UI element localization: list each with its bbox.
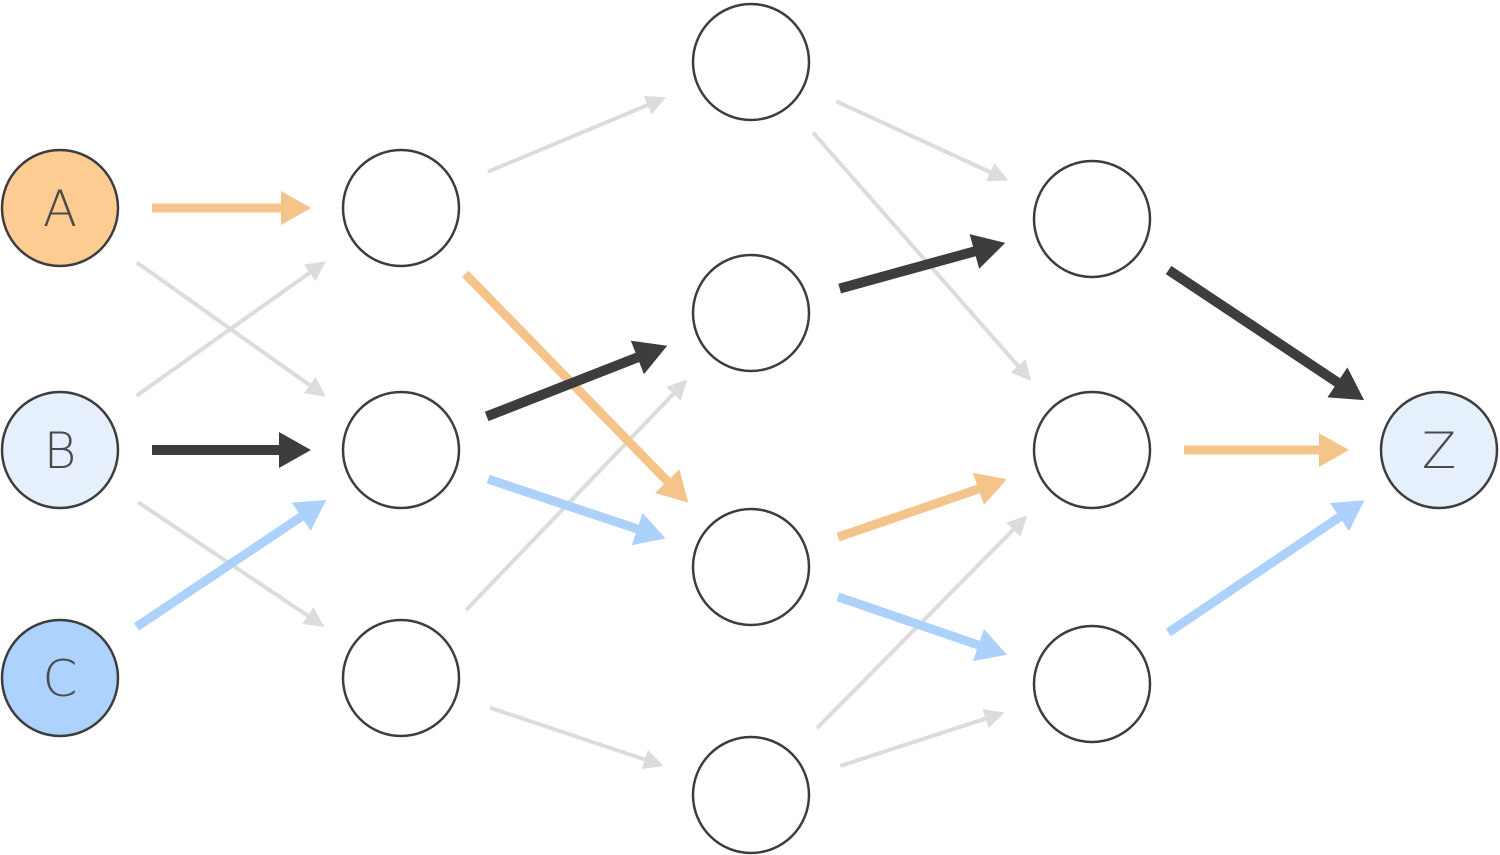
edge-A-h1b	[135, 260, 326, 397]
node-label: A	[43, 180, 77, 238]
edge-h1b-h2b	[484, 340, 668, 422]
edge-line	[836, 592, 982, 650]
node-h2d	[691, 735, 811, 855]
edge-line	[135, 270, 313, 398]
node-circle	[0, 390, 120, 510]
node-h1b	[341, 390, 461, 510]
arrowhead-icon	[1010, 359, 1032, 381]
node-label: Z	[1422, 422, 1456, 480]
edge-h2a-h3b	[811, 131, 1032, 381]
edges-layer	[133, 95, 1365, 769]
arrowhead-icon	[982, 709, 1005, 729]
arrowhead-icon	[279, 432, 311, 468]
edge-line	[135, 260, 313, 388]
edge-C-h1b	[133, 500, 327, 631]
edge-B-h1c	[137, 500, 325, 627]
node-circle	[341, 148, 461, 268]
arrowhead-icon	[655, 469, 689, 503]
node-circle	[1032, 624, 1152, 744]
node-C: C	[0, 618, 120, 738]
arrowhead-icon	[972, 628, 1007, 662]
node-circle	[0, 618, 120, 738]
arrowhead-icon	[281, 191, 311, 225]
edge-h1c-h2d	[489, 705, 664, 769]
arrowhead-icon	[986, 163, 1009, 182]
arrowhead-icon	[631, 512, 666, 546]
edge-line	[489, 705, 648, 763]
edge-h3a-Z	[1165, 265, 1365, 401]
arrowhead-icon	[972, 472, 1007, 506]
node-circle	[341, 618, 461, 738]
node-h3b	[1032, 390, 1152, 510]
arrowhead-icon	[291, 500, 327, 531]
node-A: A	[0, 148, 120, 268]
node-circle	[341, 390, 461, 510]
edge-h2c-h3b	[836, 472, 1007, 542]
node-B: B	[0, 390, 120, 510]
edge-line	[486, 102, 651, 174]
arrowhead-icon	[1319, 433, 1349, 467]
node-circle	[0, 148, 120, 268]
edge-line	[133, 511, 306, 631]
edge-h1c-h2b	[464, 379, 688, 612]
arrowhead-icon	[969, 234, 1006, 269]
edge-B-h1b	[152, 432, 311, 468]
node-Z: Z	[1379, 390, 1499, 510]
edge-h3b-Z	[1184, 433, 1349, 467]
edge-line	[811, 131, 1021, 369]
edge-h1a-h2a	[486, 95, 667, 174]
edge-h1a-h2c	[462, 270, 689, 503]
edge-line	[835, 99, 993, 175]
edge-line	[839, 716, 989, 768]
node-circle	[691, 735, 811, 855]
arrowhead-icon	[643, 95, 667, 115]
arrowhead-icon	[303, 377, 326, 397]
arrowhead-icon	[666, 379, 688, 401]
node-h3c	[1032, 624, 1152, 744]
node-circle	[691, 253, 811, 373]
edge-h2c-h3c	[836, 592, 1007, 662]
node-h1c	[341, 618, 461, 738]
node-h2b	[691, 253, 811, 373]
node-h3a	[1032, 159, 1152, 279]
node-circle	[691, 507, 811, 627]
node-label: C	[43, 650, 78, 708]
node-h2c	[691, 507, 811, 627]
node-h2a	[691, 2, 811, 122]
edge-B-h1a	[135, 261, 326, 398]
node-circle	[1379, 390, 1499, 510]
arrowhead-icon	[1330, 500, 1365, 532]
edge-line	[462, 270, 672, 486]
edge-line	[1165, 265, 1342, 388]
edge-line	[464, 391, 677, 612]
edge-line	[486, 474, 641, 534]
arrowhead-icon	[303, 261, 326, 281]
node-circle	[1032, 390, 1152, 510]
edge-h3c-Z	[1165, 500, 1365, 637]
node-h1a	[341, 148, 461, 268]
arrowhead-icon	[302, 607, 325, 627]
arrowhead-icon	[1327, 367, 1365, 401]
edge-line	[137, 500, 311, 619]
edge-h1b-h2c	[486, 474, 666, 546]
edge-line	[484, 352, 642, 422]
arrowhead-icon	[1006, 515, 1028, 537]
edge-line	[836, 484, 982, 542]
node-circle	[1032, 159, 1152, 279]
edge-h2a-h3a	[835, 99, 1009, 182]
edge-line	[838, 246, 978, 294]
edge-h2d-h3c	[839, 709, 1005, 768]
node-label: B	[44, 422, 77, 480]
edge-A-h1a	[152, 191, 311, 225]
edge-line	[1165, 512, 1344, 637]
node-circle	[691, 2, 811, 122]
arrowhead-icon	[641, 750, 664, 769]
edge-h2b-h3a	[838, 234, 1006, 294]
arrowhead-icon	[630, 340, 668, 375]
